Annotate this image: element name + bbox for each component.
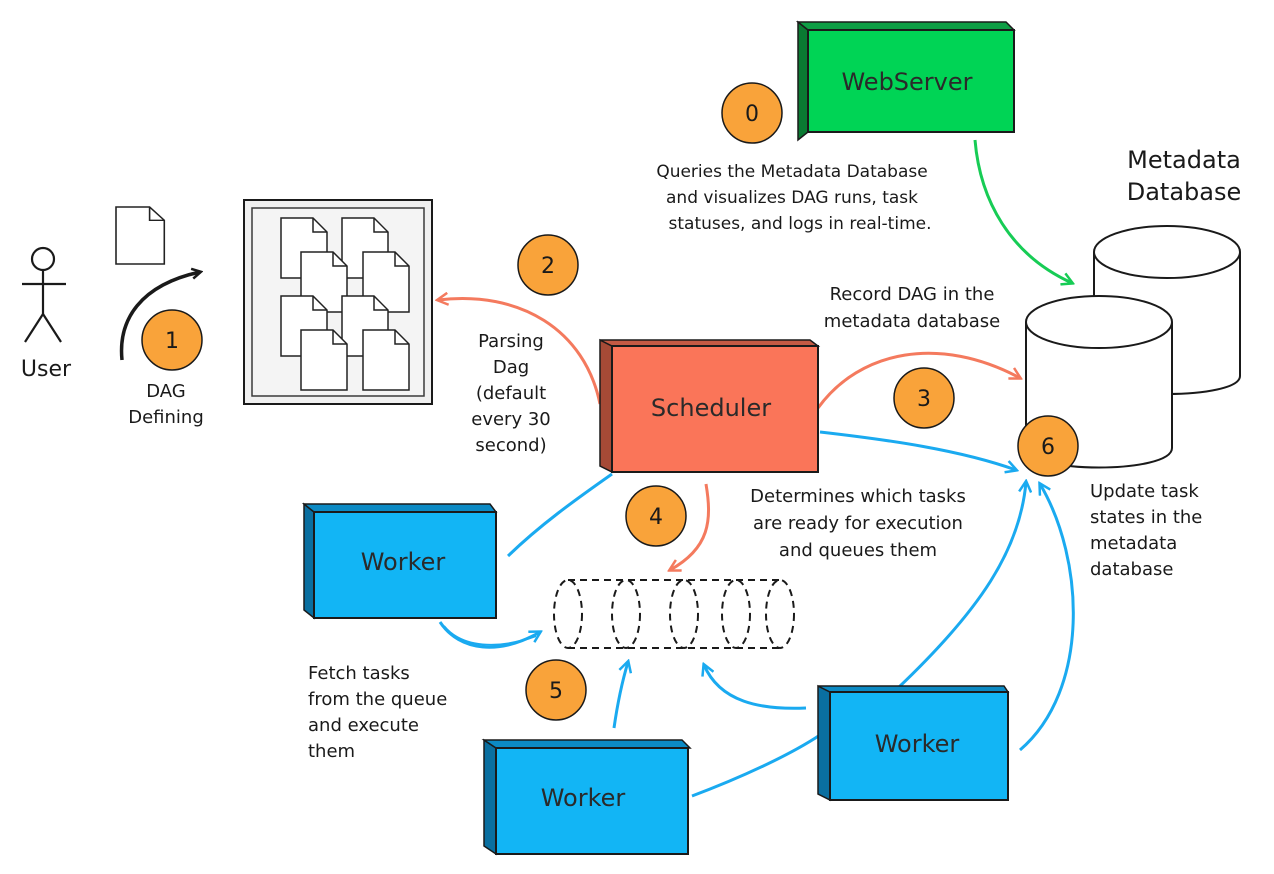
parsing-note: Parsing Dag (default every 30 second): [471, 331, 550, 456]
scheduler-node: Scheduler: [599, 338, 821, 474]
webserver-node: WebServer: [795, 20, 1016, 142]
parsing-arrow: [438, 298, 602, 405]
worker-node-1: Worker: [301, 502, 498, 620]
parsing-line-2: Dag: [493, 357, 529, 378]
svg-text:2: 2: [541, 254, 555, 279]
task-queue: [553, 579, 795, 649]
dag-folder: [243, 199, 433, 405]
webserver-note: Queries the Metadata Database and visual…: [656, 162, 931, 234]
webserver-to-db-arrow: [973, 139, 1072, 283]
worker3-fetch-arrow: [704, 665, 807, 710]
step-badge-0: 0: [721, 82, 783, 144]
svg-text:0: 0: [745, 102, 759, 127]
step-badge-1: 1: [141, 309, 203, 371]
db-title-line-2: Database: [1127, 178, 1242, 206]
step-badge-2: 2: [517, 234, 579, 296]
webserver-note-line-3: statuses, and logs in real-time.: [669, 214, 932, 234]
svg-text:5: 5: [549, 679, 563, 704]
worker-right-update-arrow: [1019, 484, 1075, 752]
parsing-line-4: every 30: [471, 409, 550, 430]
webserver-label: WebServer: [841, 68, 972, 96]
fetch-line-3: and execute: [308, 715, 419, 736]
update-line-4: database: [1090, 559, 1173, 580]
parsing-line-3: (default: [476, 383, 546, 404]
fetch-line-4: them: [308, 741, 355, 762]
dag-file-icon: [300, 329, 348, 391]
svg-text:4: 4: [649, 505, 663, 530]
step-badge-3: 3: [893, 367, 955, 429]
worker-2-label: Worker: [541, 784, 626, 812]
worker2-fetch-arrow: [612, 662, 628, 729]
worker2-worker3-line: [691, 733, 821, 798]
determines-note: Determines which tasks are ready for exe…: [750, 486, 966, 561]
scheduler-update-arrow: [819, 430, 1016, 470]
scheduler-box: [611, 345, 819, 473]
update-line-3: metadata: [1090, 533, 1177, 554]
dag-defining-line-2: Defining: [128, 407, 204, 428]
db-title-line-1: Metadata: [1127, 146, 1241, 174]
determines-line-1: Determines which tasks: [750, 486, 966, 507]
dag-file-icon: [362, 329, 410, 391]
dag-defining-arrow: [119, 272, 200, 361]
dag-defining-note: DAG Defining: [128, 381, 204, 428]
fetch-line-2: from the queue: [308, 689, 447, 710]
svg-text:6: 6: [1041, 435, 1055, 460]
step-badge-5: 5: [525, 659, 587, 721]
queue-tasks-arrow: [670, 483, 711, 570]
determines-line-3: and queues them: [779, 540, 937, 561]
update-line-1: Update task: [1090, 481, 1199, 502]
svg-text:1: 1: [165, 329, 179, 354]
worker1-fetch-arrow: [438, 621, 540, 649]
determines-line-2: are ready for execution: [753, 513, 963, 534]
dag-defining-line-1: DAG: [146, 381, 186, 402]
record-line-1: Record DAG in the: [830, 284, 995, 305]
worker-node-3: Worker: [817, 684, 1010, 802]
user-label: User: [21, 357, 72, 382]
webserver-note-line-1: Queries the Metadata Database: [656, 162, 927, 182]
svg-text:3: 3: [917, 387, 931, 412]
update-note: Update task states in the metadata datab…: [1090, 481, 1202, 580]
record-line-2: metadata database: [824, 311, 1000, 332]
worker-3-label: Worker: [875, 730, 960, 758]
webserver-box: [807, 29, 1015, 133]
parsing-line-5: second): [475, 435, 546, 456]
step-badge-6: 6: [1017, 415, 1079, 477]
webserver-note-line-2: and visualizes DAG runs, task: [666, 188, 918, 208]
user-actor: [22, 246, 66, 343]
dag-file-icon: [115, 206, 166, 265]
fetch-note: Fetch tasks from the queue and execute t…: [308, 663, 447, 762]
parsing-line-1: Parsing: [478, 331, 544, 352]
record-dag-arrow: [816, 351, 1020, 409]
worker1-scheduler-line: [506, 472, 613, 558]
scheduler-label: Scheduler: [651, 394, 771, 422]
worker3-update-arrow: [896, 482, 1026, 690]
step-badge-4: 4: [625, 485, 687, 547]
fetch-line-1: Fetch tasks: [308, 663, 410, 684]
update-line-2: states in the: [1090, 507, 1202, 528]
worker-node-2: Worker: [481, 738, 692, 856]
worker-1-label: Worker: [361, 548, 446, 576]
record-note: Record DAG in the metadata database: [824, 284, 1000, 332]
